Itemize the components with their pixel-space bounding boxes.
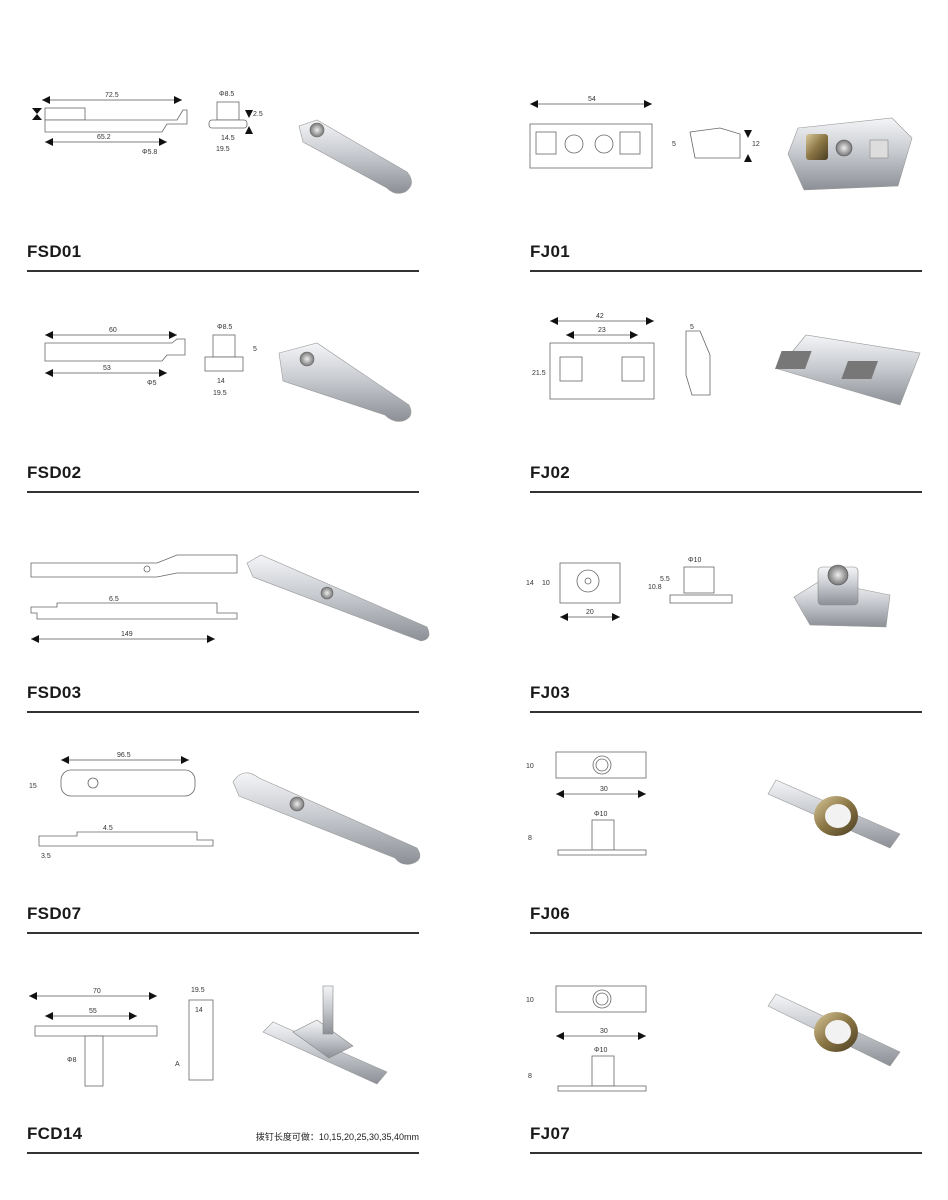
- dim-label: Φ5.8: [142, 149, 157, 156]
- dim-label: 30: [600, 786, 608, 793]
- dim-label: 55: [89, 1008, 97, 1015]
- product-code: FJ07: [530, 1124, 570, 1143]
- dim-label: 19.5: [191, 987, 205, 994]
- divider: [530, 270, 922, 272]
- dim-label: 96.5: [117, 752, 131, 759]
- dim-label: Φ10: [594, 1047, 607, 1054]
- dim-label: Φ10: [594, 811, 607, 818]
- dim-label: 65.2: [97, 134, 111, 141]
- dim-label: 10: [526, 763, 534, 770]
- dim-label: 10.8: [648, 584, 662, 591]
- dim-label: 2.5: [253, 111, 263, 118]
- dim-label: 15: [29, 783, 37, 790]
- dim-label: 14: [195, 1007, 203, 1014]
- product-photo: [278, 342, 412, 422]
- product-card-fj02: 42 23 21.5 5 FJ02: [530, 295, 922, 495]
- dim-label: 12: [752, 141, 760, 148]
- product-card-fj06: 10 30 Φ10 8 FJ06: [526, 736, 922, 936]
- dim-label: 8: [528, 1073, 532, 1080]
- technical-drawing: 60 53 Φ5 Φ8.5 14 19.5 5: [44, 324, 412, 422]
- dim-label: A: [175, 1061, 180, 1068]
- product-code: FJ01: [530, 242, 570, 261]
- product-card-fsd01: 72.5 65.2 Φ5.8 Φ8.5 14.5 19.5 2.5 FSD01: [27, 74, 419, 274]
- dim-label: 3.5: [41, 853, 51, 860]
- product-photo: [793, 564, 891, 628]
- product-code: FJ02: [530, 463, 570, 482]
- dim-label: 53: [103, 365, 111, 372]
- product-code: FSD02: [27, 463, 82, 482]
- dim-label: Φ10: [688, 557, 701, 564]
- product-card-fsd07: 96.5 15 4.5 3.5 FSD07: [27, 736, 421, 936]
- technical-drawing: 54 5 12: [529, 96, 913, 191]
- dim-label: 4.5: [103, 825, 113, 832]
- dim-label: 54: [588, 96, 596, 103]
- technical-drawing: 10 30 Φ10 8: [526, 985, 901, 1092]
- dim-label: 5: [672, 141, 676, 148]
- product-code: FJ06: [530, 904, 570, 923]
- dim-label: 72.5: [105, 92, 119, 99]
- divider: [27, 1152, 419, 1154]
- product-photo: [767, 779, 901, 849]
- product-code: FCD14: [27, 1124, 83, 1143]
- product-card-fj07: 10 30 Φ10 8 FJ07: [526, 956, 922, 1156]
- technical-drawing: 149 6.5: [30, 554, 430, 643]
- dim-label: 21.5: [532, 370, 546, 377]
- dim-label: 10: [542, 580, 550, 587]
- product-photo: [787, 117, 913, 191]
- product-card-fcd14: 70 55 Φ8 19.5 14 A FCD14 拨钉长度可做：10,15,20…: [27, 956, 419, 1156]
- dim-label: Φ5: [147, 380, 157, 387]
- dim-label: 23: [598, 327, 606, 334]
- product-card-fj03: 14 10 20 Φ10 10.8 5.5 FJ03: [526, 515, 922, 715]
- divider: [530, 1152, 922, 1154]
- dim-label: 14: [526, 580, 534, 587]
- divider: [530, 711, 922, 713]
- dim-label: 5: [690, 324, 694, 331]
- dim-label: Φ8: [67, 1057, 77, 1064]
- dim-label: 14.5: [221, 135, 235, 142]
- product-code: FSD07: [27, 904, 82, 923]
- product-photo: [232, 772, 421, 865]
- pin-length-note: 拨钉长度可做：10,15,20,25,30,35,40mm: [255, 1132, 419, 1142]
- divider: [27, 491, 419, 493]
- dim-label: 60: [109, 327, 117, 334]
- dim-label: 14: [217, 378, 225, 385]
- product-code: FSD03: [27, 683, 82, 702]
- product-photo: [775, 334, 921, 406]
- dim-label: 19.5: [213, 390, 227, 397]
- divider: [27, 711, 419, 713]
- dim-label: 5: [253, 346, 257, 353]
- dim-label: 30: [600, 1028, 608, 1035]
- technical-drawing: 96.5 15 4.5 3.5: [29, 752, 421, 865]
- dim-label: 8: [528, 835, 532, 842]
- dim-label: 70: [93, 988, 101, 995]
- product-photo: [298, 119, 412, 194]
- technical-drawing: 14 10 20 Φ10 10.8 5.5: [526, 557, 891, 628]
- divider: [27, 270, 419, 272]
- divider: [530, 932, 922, 934]
- dim-label: 42: [596, 313, 604, 320]
- dim-label: 10: [526, 997, 534, 1004]
- technical-drawing: 42 23 21.5 5: [532, 313, 921, 406]
- product-card-fsd03: 149 6.5 FSD03: [27, 515, 430, 715]
- dim-label: 5.5: [660, 576, 670, 583]
- product-card-fsd02: 60 53 Φ5 Φ8.5 14 19.5 5 FSD02: [27, 295, 419, 495]
- divider: [27, 932, 419, 934]
- dim-label: Φ8.5: [217, 324, 232, 331]
- product-photo: [246, 554, 430, 642]
- dim-label: 149: [121, 631, 133, 638]
- product-photo: [767, 993, 901, 1067]
- technical-drawing: 70 55 Φ8 19.5 14 A: [29, 985, 388, 1087]
- product-card-fj01: 54 5 12 FJ01: [529, 74, 922, 274]
- dim-label: 19.5: [216, 146, 230, 153]
- technical-drawing: 72.5 65.2 Φ5.8 Φ8.5 14.5 19.5 2.5: [32, 91, 412, 194]
- technical-drawing: 10 30 Φ10 8: [526, 751, 901, 856]
- dim-label: Φ8.5: [219, 91, 234, 98]
- product-code: FJ03: [530, 683, 570, 702]
- dim-label: 6.5: [109, 596, 119, 603]
- dim-label: 20: [586, 609, 594, 616]
- product-code: FSD01: [27, 242, 82, 261]
- divider: [530, 491, 922, 493]
- product-photo: [262, 985, 388, 1085]
